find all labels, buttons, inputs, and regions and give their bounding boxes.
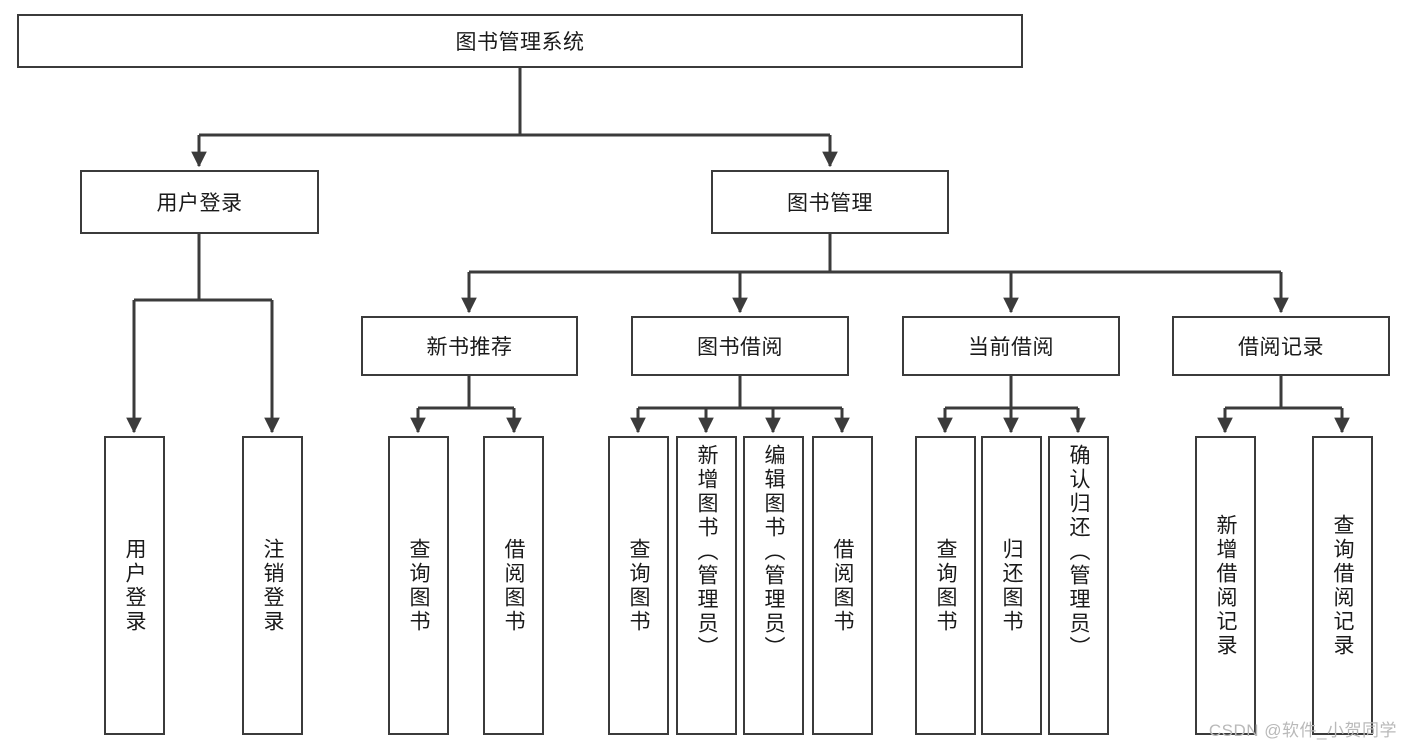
- node-label: 图书管理: [787, 192, 873, 215]
- leaf-query-book-recommend[interactable]: 查询图书: [388, 436, 449, 735]
- node-label: 图书借阅: [697, 336, 783, 359]
- node-label: 借阅记录: [1238, 336, 1324, 359]
- node-label: 借阅图书: [831, 537, 854, 634]
- leaf-borrow-book-recommend[interactable]: 借阅图书: [483, 436, 544, 735]
- node-new-book-recommendation[interactable]: 新书推荐: [361, 316, 578, 376]
- leaf-confirm-return-admin[interactable]: 确认归还（管理员）: [1048, 436, 1109, 735]
- leaf-borrow-book[interactable]: 借阅图书: [812, 436, 873, 735]
- leaf-query-borrow-record[interactable]: 查询借阅记录: [1312, 436, 1373, 735]
- leaf-add-book-admin[interactable]: 新增图书（管理员）: [676, 436, 737, 735]
- node-label: 新增图书（管理员）: [695, 444, 718, 660]
- node-user-login[interactable]: 用户登录: [80, 170, 319, 234]
- node-borrowing-record[interactable]: 借阅记录: [1172, 316, 1390, 376]
- node-label: 编辑图书（管理员）: [762, 444, 785, 660]
- node-label: 图书管理系统: [455, 31, 585, 54]
- node-book-borrowing[interactable]: 图书借阅: [631, 316, 849, 376]
- node-label: 查询图书: [934, 537, 957, 634]
- watermark: CSDN @软件_小贺同学: [1208, 721, 1397, 740]
- node-label: 新书推荐: [426, 336, 513, 359]
- node-label: 确认归还（管理员）: [1067, 444, 1090, 660]
- node-current-borrowing[interactable]: 当前借阅: [902, 316, 1120, 376]
- node-label: 查询图书: [407, 537, 430, 634]
- node-label: 归还图书: [1000, 537, 1023, 634]
- node-label: 借阅图书: [502, 537, 525, 634]
- node-label: 新增借阅记录: [1214, 513, 1237, 658]
- leaf-user-login[interactable]: 用户登录: [104, 436, 165, 735]
- leaf-add-borrow-record[interactable]: 新增借阅记录: [1195, 436, 1256, 735]
- leaf-query-book-current[interactable]: 查询图书: [915, 436, 976, 735]
- leaf-logout[interactable]: 注销登录: [242, 436, 303, 735]
- node-label: 用户登录: [156, 192, 243, 215]
- leaf-return-book[interactable]: 归还图书: [981, 436, 1042, 735]
- node-label: 用户登录: [123, 537, 146, 634]
- node-label: 查询图书: [627, 537, 650, 634]
- node-book-management[interactable]: 图书管理: [711, 170, 949, 234]
- node-label: 查询借阅记录: [1331, 513, 1354, 658]
- node-root-book-management-system[interactable]: 图书管理系统: [17, 14, 1023, 68]
- node-label: 当前借阅: [968, 336, 1054, 359]
- node-label: 注销登录: [261, 537, 284, 634]
- leaf-edit-book-admin[interactable]: 编辑图书（管理员）: [743, 436, 804, 735]
- leaf-query-book-borrow[interactable]: 查询图书: [608, 436, 669, 735]
